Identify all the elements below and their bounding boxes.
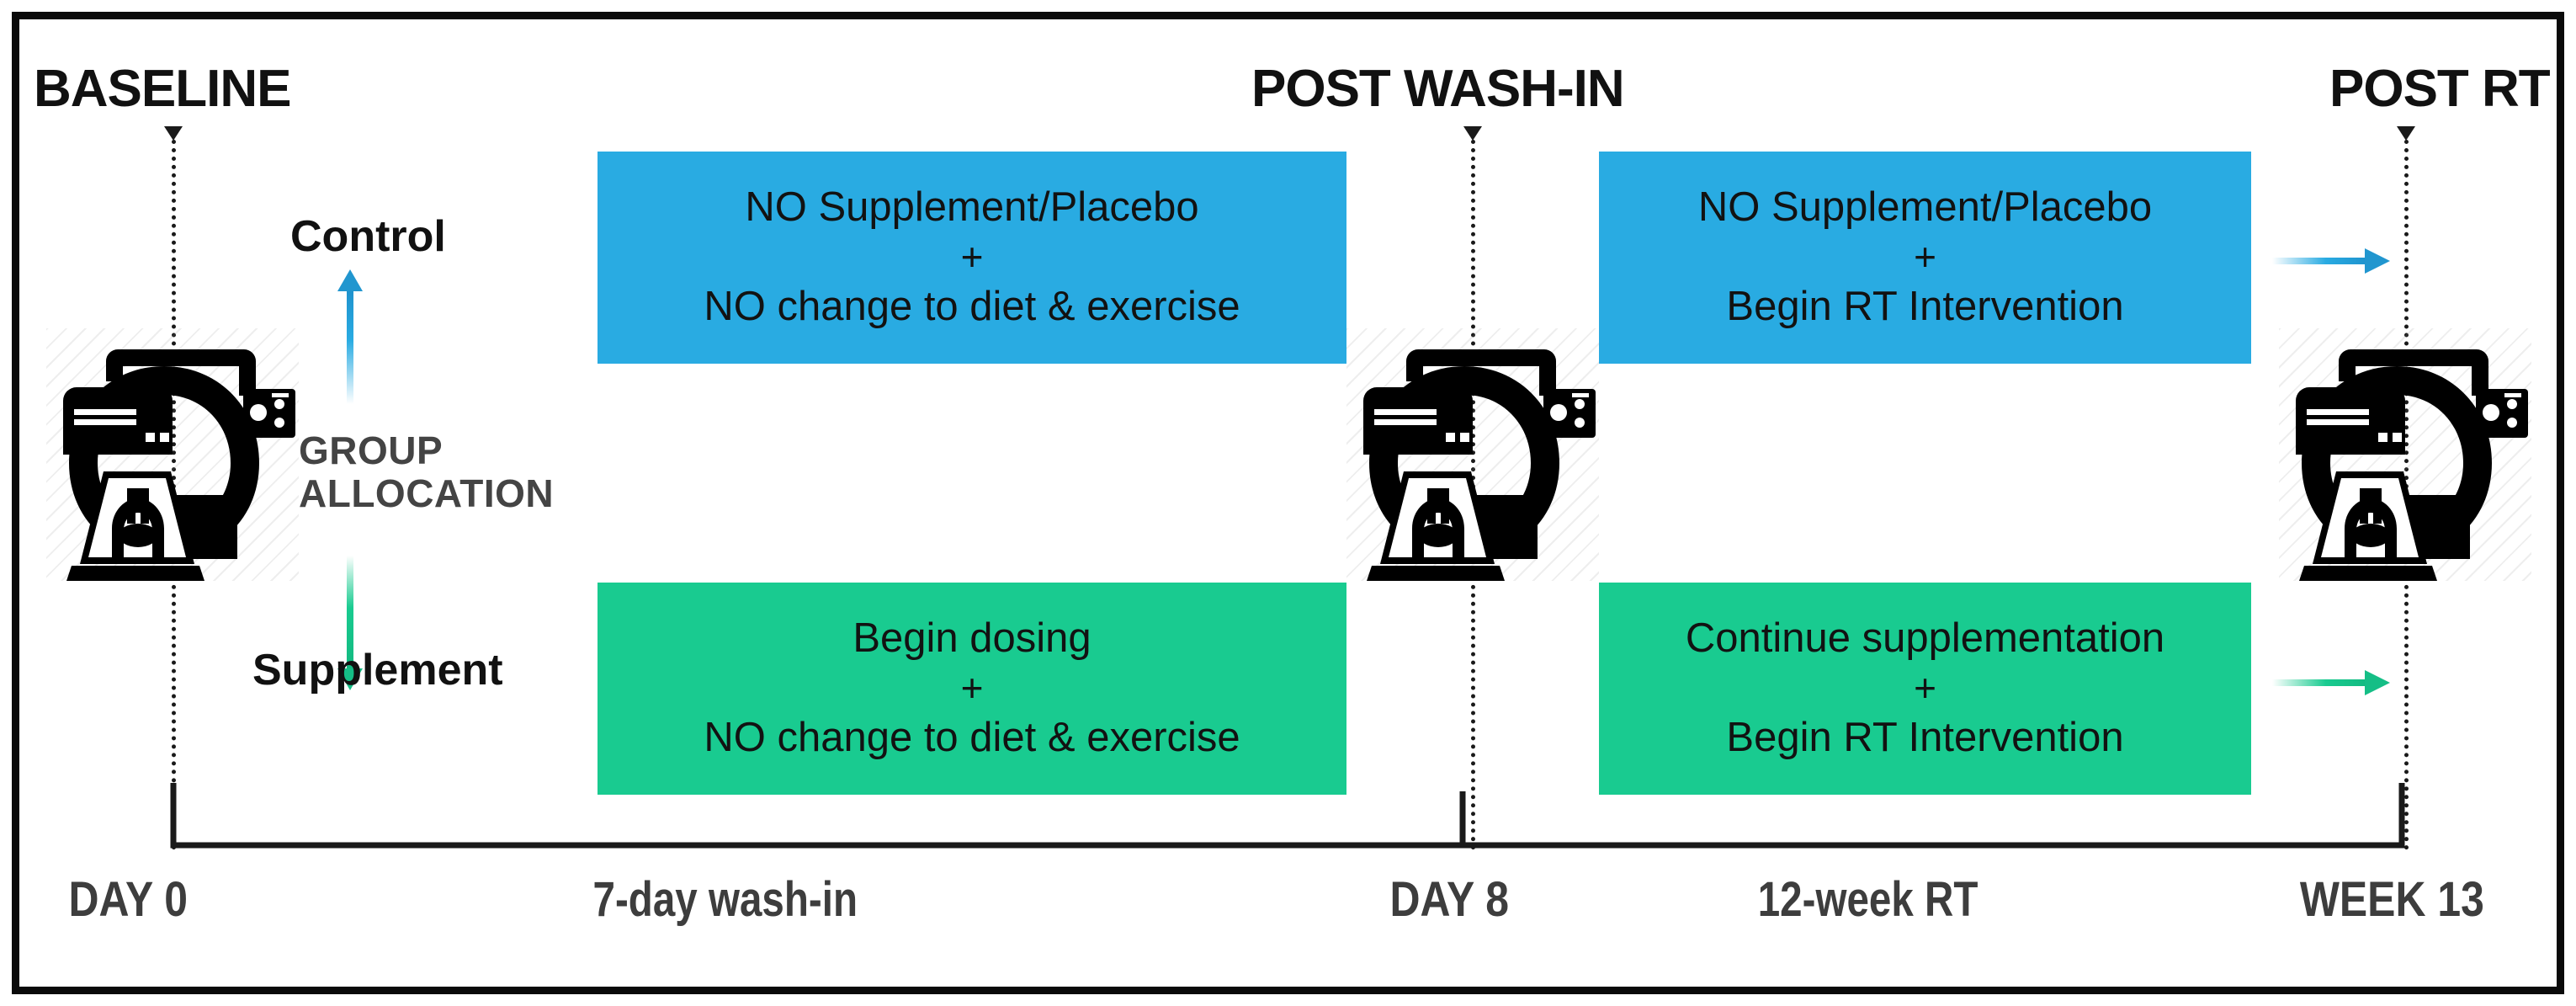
box-line-1: Continue supplementation bbox=[1685, 615, 2165, 662]
marker-down-icon bbox=[2397, 126, 2415, 141]
timeline-tick-label-day-8: DAY 8 bbox=[1389, 872, 1509, 927]
box-line-1: Begin dosing bbox=[852, 615, 1091, 662]
box-line-2: Begin RT Intervention bbox=[1726, 714, 2124, 760]
box-line-2: NO change to diet & exercise bbox=[704, 714, 1240, 760]
arrow-down-icon bbox=[337, 556, 363, 690]
timepoint-label-post-wash-in: POST WASH-IN bbox=[1251, 60, 1625, 118]
box-line-1: NO Supplement/Placebo bbox=[1697, 184, 2153, 231]
arrow-up-icon bbox=[337, 269, 363, 404]
group-allocation-label: GROUP ALLOCATION bbox=[299, 428, 555, 515]
arrow-right-icon-supplement bbox=[2272, 670, 2390, 695]
box-line-1: NO Supplement/Placebo bbox=[745, 184, 1199, 231]
marker-down-icon bbox=[164, 126, 183, 141]
intervention-box-supplement-wash-in: Begin dosing + NO change to diet & exerc… bbox=[598, 583, 1346, 795]
mri-scanner-icon-post-rt bbox=[2279, 328, 2531, 581]
arm-label-supplement: Supplement bbox=[252, 646, 503, 695]
box-line-2: Begin RT Intervention bbox=[1726, 283, 2124, 329]
box-line-2: NO change to diet & exercise bbox=[704, 283, 1240, 329]
mri-scanner-glyph bbox=[1363, 349, 1596, 581]
timepoint-label-post-rt: POST RT bbox=[2329, 60, 2551, 118]
arm-label-control: Control bbox=[290, 212, 446, 261]
intervention-box-supplement-rt: Continue supplementation + Begin RT Inte… bbox=[1599, 583, 2251, 795]
timeline-tick-label-day-0: DAY 0 bbox=[68, 872, 188, 927]
marker-down-icon bbox=[1463, 126, 1482, 141]
timeline-span-label-wash-in: 7-day wash-in bbox=[592, 872, 858, 927]
intervention-box-control-rt: NO Supplement/Placebo + Begin RT Interve… bbox=[1599, 152, 2251, 364]
box-line-plus: + bbox=[1914, 235, 1936, 279]
timeline-span-label-rt: 12-week RT bbox=[1757, 872, 1978, 927]
arrow-right-icon-control bbox=[2272, 248, 2390, 274]
timeline-tick-label-week-13: WEEK 13 bbox=[2299, 872, 2484, 927]
figure-border bbox=[12, 12, 2564, 994]
mri-scanner-icon-post-wash-in bbox=[1346, 328, 1599, 581]
box-line-plus: + bbox=[960, 666, 984, 711]
mri-scanner-glyph bbox=[63, 349, 295, 581]
timeline-bracket bbox=[170, 783, 2405, 849]
timepoint-label-baseline: BASELINE bbox=[34, 60, 291, 118]
mri-scanner-icon-baseline bbox=[46, 328, 299, 581]
intervention-box-control-wash-in: NO Supplement/Placebo + NO change to die… bbox=[598, 152, 1346, 364]
box-line-plus: + bbox=[1914, 666, 1936, 711]
mri-scanner-glyph bbox=[2296, 349, 2528, 581]
box-line-plus: + bbox=[960, 235, 984, 279]
